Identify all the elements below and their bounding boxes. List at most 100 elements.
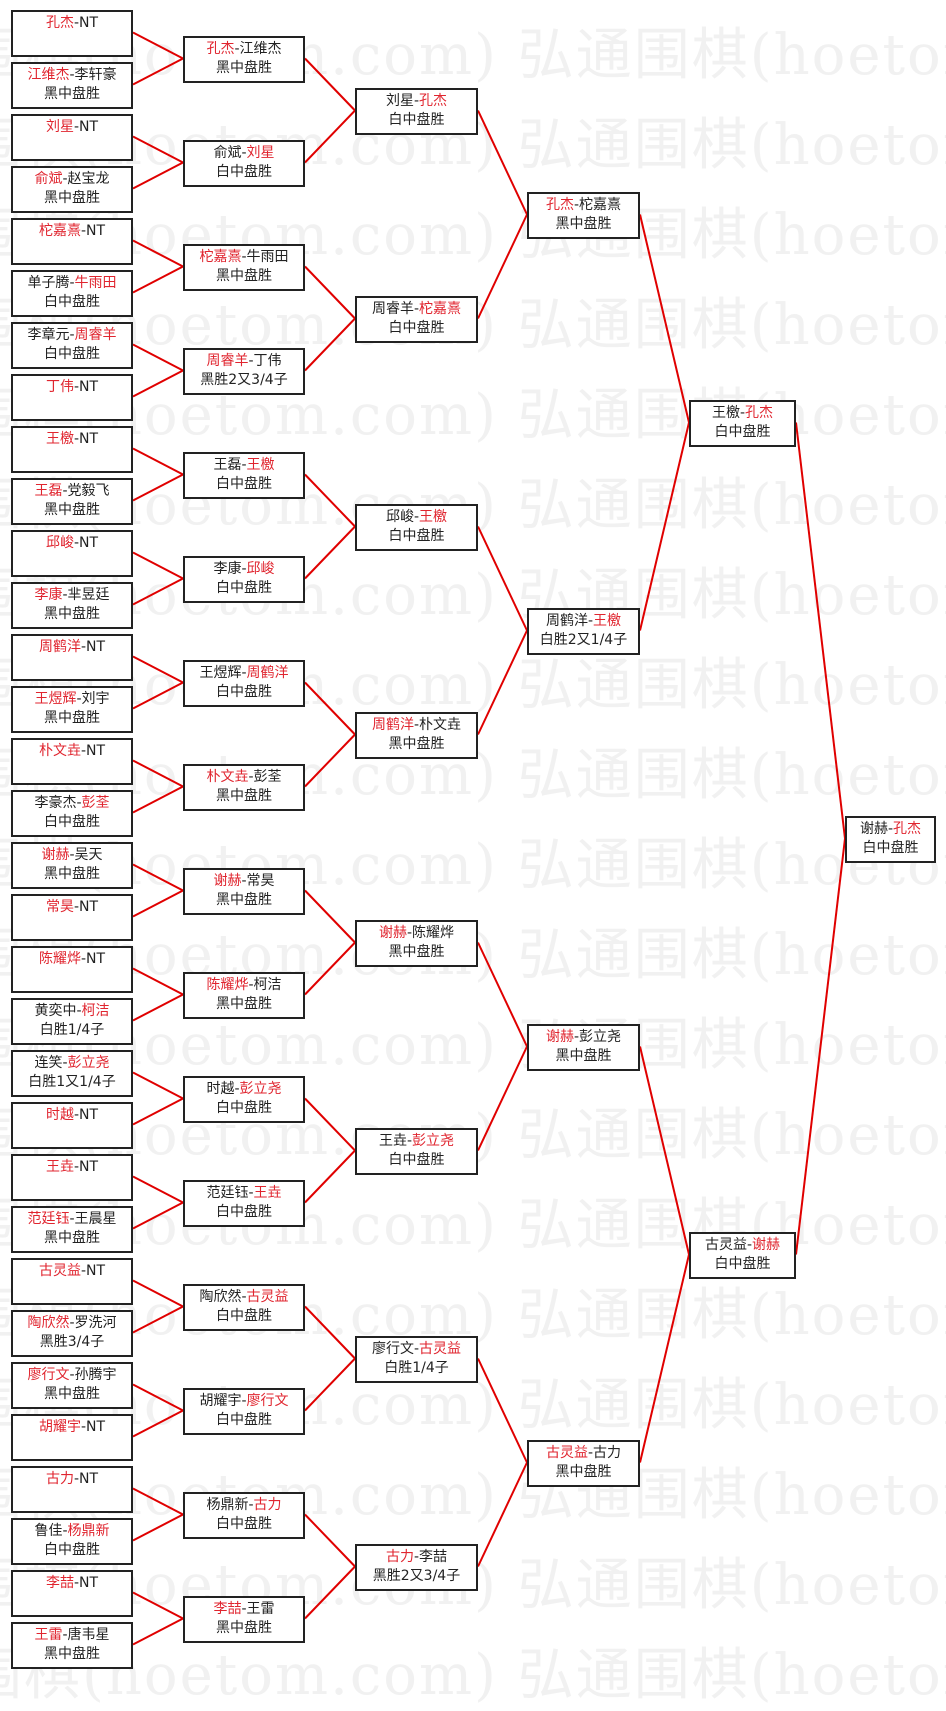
match-players: 时越-NT (13, 1106, 131, 1125)
match-box-round-1: 江维杰-李轩豪黑中盘胜 (11, 62, 133, 109)
winner-name: 古灵益 (545, 1445, 588, 1461)
winner-name: 杨鼎新 (67, 1523, 110, 1539)
separator: - (406, 925, 413, 941)
match-box-round-1: 单子腾-牛雨田白中盘胜 (11, 270, 133, 317)
match-result: 黑中盘胜 (388, 736, 445, 752)
match-box-round-2: 陈耀烨-柯洁黑中盘胜 (183, 972, 305, 1019)
match-result: 白中盘胜 (388, 528, 445, 544)
match-box-round-2: 周睿羊-丁伟黑胜2又3/4子 (183, 348, 305, 395)
match-players: 陈耀烨-柯洁 (185, 976, 303, 995)
match-box-round-1: 孔杰-NT (11, 10, 133, 57)
bracket-connector (132, 1071, 184, 1100)
bracket-connector (132, 31, 184, 60)
match-result: 白中盘胜 (216, 1100, 272, 1116)
match-players: 李章元-周睿羊 (13, 326, 131, 345)
separator: - (241, 561, 247, 577)
match-players: 单子腾-牛雨田 (13, 274, 131, 293)
match-box-round-3: 王垚-彭立尧白中盘胜 (355, 1128, 478, 1175)
player-name: 丁伟 (253, 353, 282, 369)
bracket-connector (304, 1305, 356, 1360)
match-players: 鲁佳-杨鼎新 (13, 1522, 131, 1541)
bracket-connector (132, 863, 184, 892)
bye-label: NT (79, 899, 99, 915)
match-box-round-1: 古力-NT (11, 1466, 133, 1513)
match-box-round-1: 王雷-唐韦星黑中盘胜 (11, 1622, 133, 1669)
match-box-round-1: 朴文垚-NT (11, 738, 133, 785)
winner-name: 王垚 (253, 1185, 282, 1201)
bye-label: NT (79, 1159, 99, 1175)
match-players: 谢赫-陈耀烨 (357, 924, 476, 943)
match-players: 廖行文-孙腾宇 (13, 1366, 131, 1385)
match-box-round-1: 李喆-NT (11, 1570, 133, 1617)
separator: - (69, 847, 75, 863)
match-result: 黑中盘胜 (44, 1230, 100, 1246)
match-result: 白中盘胜 (714, 424, 771, 440)
player-name: 时越 (206, 1081, 235, 1097)
separator: - (73, 119, 80, 135)
winner-name: 周鹤洋 (371, 717, 414, 733)
bracket-connector (304, 941, 356, 996)
match-result: 黑中盘胜 (44, 86, 100, 102)
separator: - (73, 899, 80, 915)
match-box-round-2: 时越-彭立尧白中盘胜 (183, 1076, 305, 1123)
match-result: 黑中盘胜 (216, 1620, 272, 1636)
player-name: 杨鼎新 (206, 1497, 249, 1513)
match-result: 黑胜3/4子 (39, 1334, 105, 1350)
match-box-round-1: 谢赫-吴天黑中盘胜 (11, 842, 133, 889)
bracket-connector (477, 1046, 528, 1151)
match-players: 杨鼎新-古力 (185, 1496, 303, 1515)
bracket-connector (477, 630, 528, 735)
bracket-connector (304, 109, 356, 164)
winner-name: 孔杰 (745, 405, 774, 421)
match-players: 李豪杰-彭荃 (13, 794, 131, 813)
winner-name: 谢赫 (545, 1029, 574, 1045)
winner-name: 李喆 (213, 1601, 242, 1617)
match-box-round-4: 孔杰-柁嘉熹黑中盘胜 (527, 192, 640, 239)
match-result: 白中盘胜 (216, 1412, 272, 1428)
player-name: 刘宇 (81, 691, 110, 707)
player-name: 李康 (213, 561, 242, 577)
match-players: 连笑-彭立尧 (13, 1054, 131, 1073)
match-box-round-2: 陶欣然-古灵益白中盘胜 (183, 1284, 305, 1331)
match-box-round-2: 范廷钰-王垚白中盘胜 (183, 1180, 305, 1227)
match-box-round-1: 王檄-NT (11, 426, 133, 473)
match-box-round-3: 周睿羊-柁嘉熹白中盘胜 (355, 296, 478, 343)
winner-name: 廖行文 (246, 1393, 289, 1409)
bracket-connector (132, 369, 184, 398)
winner-name: 孔杰 (45, 15, 74, 31)
bye-label: NT (86, 1419, 106, 1435)
player-name: 鲁佳 (34, 1523, 63, 1539)
bracket-connector (304, 889, 356, 944)
winner-name: 陶欣然 (27, 1315, 70, 1331)
separator: - (62, 1627, 68, 1643)
match-result: 黑中盘胜 (555, 1048, 612, 1064)
match-box-round-2: 柁嘉熹-牛雨田黑中盘胜 (183, 244, 305, 291)
match-box-round-2: 胡耀宇-廖行文白中盘胜 (183, 1388, 305, 1435)
match-result: 黑中盘胜 (44, 1646, 100, 1662)
match-players: 古灵益-古力 (529, 1444, 638, 1463)
winner-name: 常昊 (45, 899, 74, 915)
match-result: 白胜1/4子 (384, 1360, 449, 1376)
player-name: 周睿羊 (371, 301, 414, 317)
match-players: 胡耀宇-NT (13, 1418, 131, 1437)
player-name: 王垚 (378, 1133, 407, 1149)
match-players: 刘星-孔杰 (357, 92, 476, 111)
match-players: 周睿羊-丁伟 (185, 352, 303, 371)
bracket-connector (477, 1462, 528, 1567)
separator: - (69, 1211, 75, 1227)
match-result: 黑中盘胜 (44, 866, 100, 882)
match-box-round-1: 陈耀烨-NT (11, 946, 133, 993)
match-result: 黑中盘胜 (216, 788, 272, 804)
match-result: 黑中盘胜 (216, 996, 272, 1012)
match-players: 孔杰-NT (13, 14, 131, 33)
match-players: 廖行文-古灵益 (357, 1340, 476, 1359)
winner-name: 丁伟 (45, 379, 74, 395)
match-box-round-1: 王垚-NT (11, 1154, 133, 1201)
match-result: 白胜2又1/4子 (539, 632, 628, 648)
match-players: 谢赫-彭立尧 (529, 1028, 638, 1047)
bracket-connector (304, 1357, 356, 1412)
match-players: 王磊-党毅飞 (13, 482, 131, 501)
bracket-connector (132, 161, 184, 190)
match-box-round-4: 谢赫-彭立尧黑中盘胜 (527, 1024, 640, 1071)
winner-name: 邱峻 (246, 561, 275, 577)
